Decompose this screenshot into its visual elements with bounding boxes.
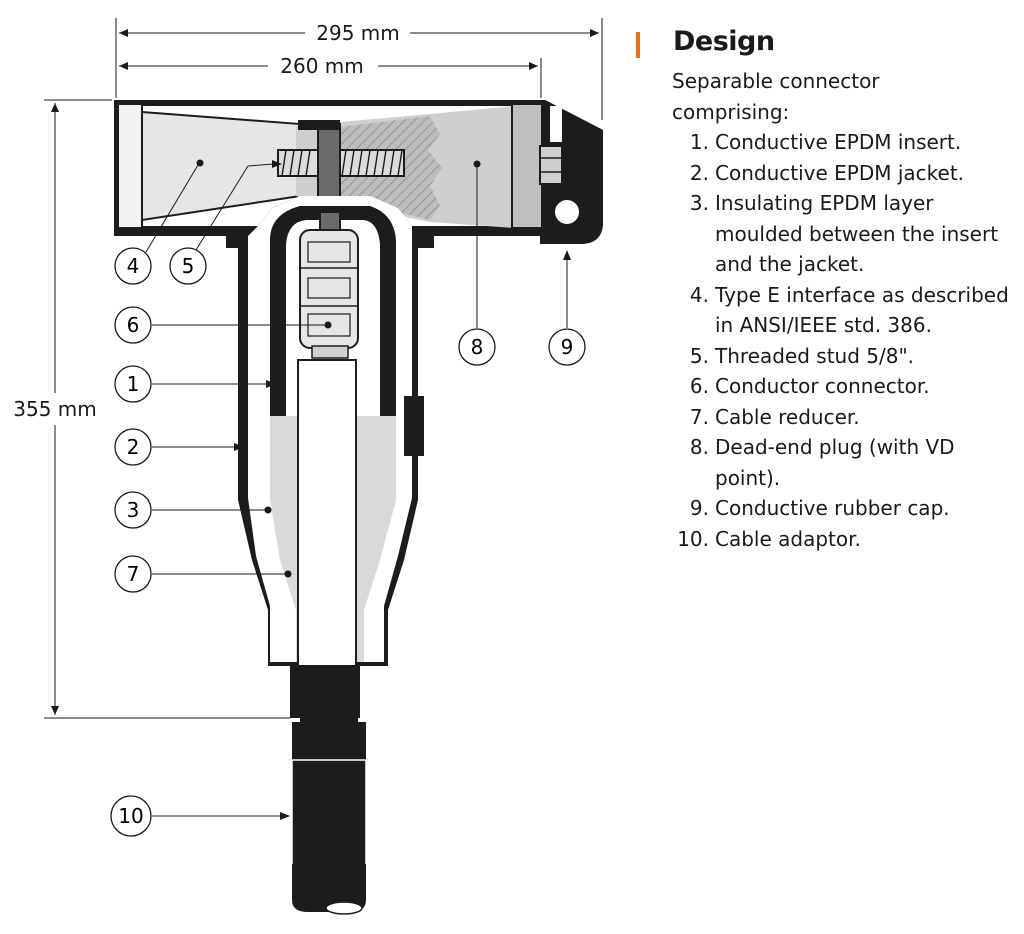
dimension-355-label: 355 mm (13, 397, 97, 421)
callout-5: 5 (169, 160, 282, 285)
callout-6: 6 (114, 306, 332, 344)
dimension-260: 260 mm (119, 54, 542, 98)
design-item-number: 7. (689, 404, 709, 429)
dimension-260-label: 260 mm (280, 54, 364, 78)
dimension-295-label: 295 mm (316, 21, 400, 45)
design-item-text: Threaded stud 5/8". (715, 343, 915, 368)
callout-3: 3 (114, 491, 272, 529)
connector-cross-section-diagram: 295 mm 260 mm 355 mm (13, 18, 603, 915)
design-item-number: 5. (689, 343, 709, 368)
design-item-text: Insulating EPDM layer moulded between th… (715, 191, 999, 276)
design-item: 4.Type E interface as described in ANSI/… (636, 280, 1015, 341)
design-item: 1.Conductive EPDM insert. (636, 127, 1015, 158)
callout-1-label: 1 (127, 372, 140, 396)
design-item-text: Type E interface as described in ANSI/IE… (715, 282, 1009, 338)
callout-3-label: 3 (127, 498, 140, 522)
earthing-lug (404, 396, 424, 456)
design-item-number: 9. (689, 496, 709, 520)
callout-7: 7 (114, 555, 292, 593)
design-item-number: 8. (689, 435, 709, 459)
callout-9-label: 9 (561, 335, 574, 359)
cap-inner-slot (550, 106, 562, 142)
dimension-295: 295 mm (115, 18, 603, 120)
conductor-connector (299, 211, 359, 359)
design-item-text: Conductor connector. (715, 374, 930, 398)
design-item-number: 10. (677, 526, 709, 551)
design-item: 5.Threaded stud 5/8". (636, 341, 1015, 372)
design-item-text: Conductive rubber cap. (715, 496, 950, 520)
design-item: 7.Cable reducer. (636, 402, 1015, 433)
callout-6-label: 6 (127, 313, 140, 337)
callout-1: 1 (114, 365, 276, 403)
design-item-number: 3. (689, 191, 709, 215)
design-item: 8.Dead-end plug (with VD point). (636, 432, 1015, 493)
design-list: 1.Conductive EPDM insert. 2.Conductive E… (636, 127, 1015, 554)
threaded-stud (277, 120, 405, 217)
design-item-number: 4. (689, 282, 709, 307)
design-item-number: 1. (689, 130, 709, 154)
callout-4-label: 4 (127, 254, 140, 278)
right-end-cap (511, 103, 543, 229)
design-item-text: Dead-end plug (with VD point). (715, 435, 955, 490)
right-flange (412, 226, 434, 248)
vd-point-nut (539, 145, 563, 185)
left-end-cap (117, 103, 143, 229)
left-flange (226, 226, 248, 248)
design-item-text: Conductive EPDM insert. (715, 130, 962, 154)
design-item-text: Cable reducer. (715, 404, 860, 429)
design-item-number: 6. (689, 374, 709, 398)
design-item-number: 2. (689, 160, 709, 185)
callout-8-label: 8 (471, 335, 484, 359)
cap-pulling-eye (553, 198, 581, 226)
design-item: 3.Insulating EPDM layer moulded between … (636, 188, 1015, 280)
design-item: 2.Conductive EPDM jacket. (636, 158, 1015, 189)
callout-4: 4 (114, 159, 204, 285)
design-item-text: Cable adaptor. (715, 526, 861, 551)
callout-5-label: 5 (182, 254, 195, 278)
accent-bar (636, 32, 640, 58)
callout-2: 2 (114, 428, 244, 466)
cable-core (297, 359, 357, 667)
cable-adaptor (291, 672, 367, 915)
callout-9: 9 (548, 250, 586, 366)
connector-body (114, 100, 603, 915)
design-item: 6.Conductor connector. (636, 371, 1015, 402)
callout-2-label: 2 (127, 435, 140, 459)
callout-8: 8 (458, 160, 496, 366)
design-item-text: Conductive EPDM jacket. (715, 160, 965, 185)
design-item: 10.Cable adaptor. (636, 524, 1015, 555)
dimension-355: 355 mm (13, 99, 290, 719)
callout-10: 10 (110, 795, 290, 837)
callout-7-label: 7 (127, 562, 140, 586)
callout-10-label: 10 (118, 804, 143, 828)
design-intro: Separable connector comprising: (672, 69, 880, 124)
design-title: Design (673, 26, 775, 57)
design-item: 9.Conductive rubber cap. (636, 493, 1015, 524)
